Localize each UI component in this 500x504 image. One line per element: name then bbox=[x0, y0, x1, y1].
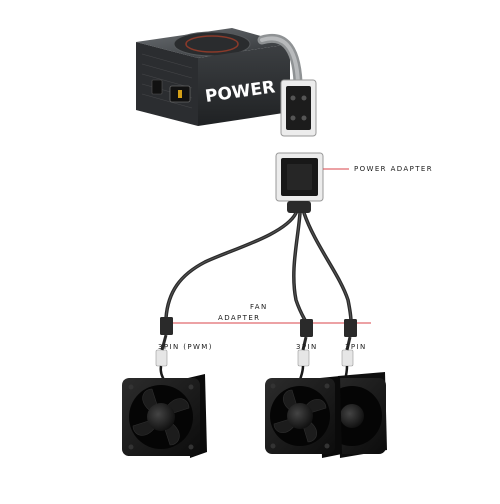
power-supply-unit: POWER bbox=[136, 28, 290, 126]
fan-2 bbox=[265, 376, 342, 458]
fan-connector-3 bbox=[341, 319, 357, 367]
power-adapter-label: POWER ADAPTER bbox=[354, 165, 433, 173]
molex-connector-psu bbox=[280, 79, 317, 137]
fan-adapter-label-line1: FAN bbox=[250, 303, 268, 311]
fan-3-pin-label: 3PIN bbox=[345, 343, 367, 351]
psu-front-face bbox=[198, 44, 290, 126]
psu-fan-ring bbox=[185, 35, 239, 53]
fan-connector-2 bbox=[297, 319, 313, 367]
fan-adapter-label-line2: ADAPTER bbox=[218, 314, 261, 322]
psu-socket-pin bbox=[178, 90, 182, 98]
cable-to-fan-2 bbox=[292, 211, 308, 324]
molex-connector-adapter bbox=[275, 152, 324, 202]
fan-1 bbox=[122, 374, 207, 458]
psu-output-cable-highlight bbox=[260, 36, 300, 84]
splitter-cable-highlights bbox=[165, 212, 352, 323]
fan-2-pin-label: 3PIN bbox=[296, 343, 318, 351]
fan-connector-1 bbox=[155, 317, 173, 367]
fan-1-pin-label: 3PIN (PWM) bbox=[158, 343, 213, 351]
cable-to-fan-1 bbox=[164, 211, 298, 320]
psu-left-face bbox=[136, 42, 198, 126]
psu-power-switch bbox=[151, 79, 163, 95]
adapter-collar bbox=[287, 201, 311, 213]
